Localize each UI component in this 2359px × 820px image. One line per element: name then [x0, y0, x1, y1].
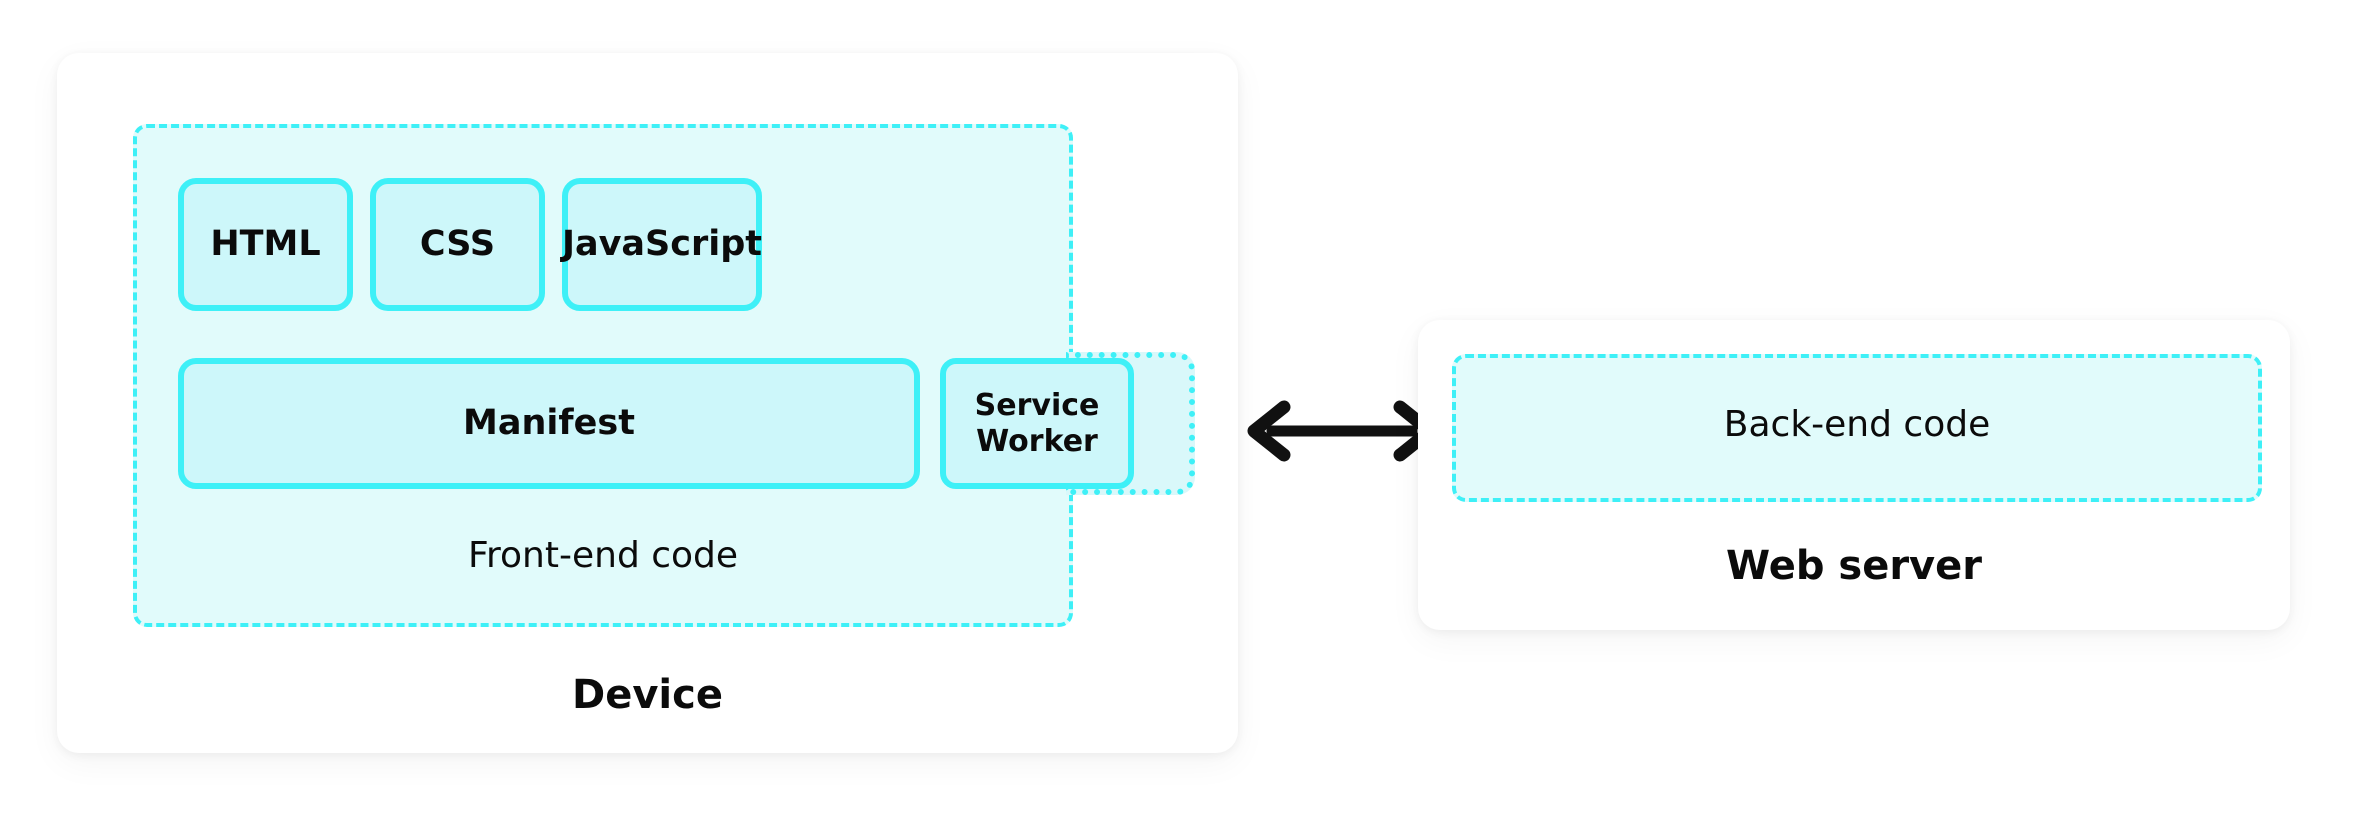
tile-javascript-label: JavaScript: [561, 223, 763, 264]
service-worker-label-line2: Worker: [976, 423, 1098, 459]
frontend-code-caption: Front-end code: [467, 535, 739, 576]
tile-manifest[interactable]: Manifest: [178, 358, 920, 489]
tile-css[interactable]: CSS: [370, 178, 545, 311]
backend-code-caption: Back-end code: [1723, 404, 1991, 445]
tile-javascript[interactable]: JavaScript: [562, 178, 762, 311]
tile-service-worker-label: Service Worker: [975, 388, 1100, 459]
tile-css-label: CSS: [419, 223, 496, 264]
device-caption: Device: [572, 672, 723, 718]
backend-code-region: [1452, 354, 2262, 502]
web-server-caption: Web server: [1726, 543, 1982, 589]
tile-manifest-label: Manifest: [463, 402, 635, 443]
tile-html[interactable]: HTML: [178, 178, 353, 311]
tile-service-worker[interactable]: Service Worker: [940, 358, 1134, 489]
service-worker-label-line1: Service: [974, 388, 1100, 424]
tile-html-label: HTML: [210, 223, 321, 264]
